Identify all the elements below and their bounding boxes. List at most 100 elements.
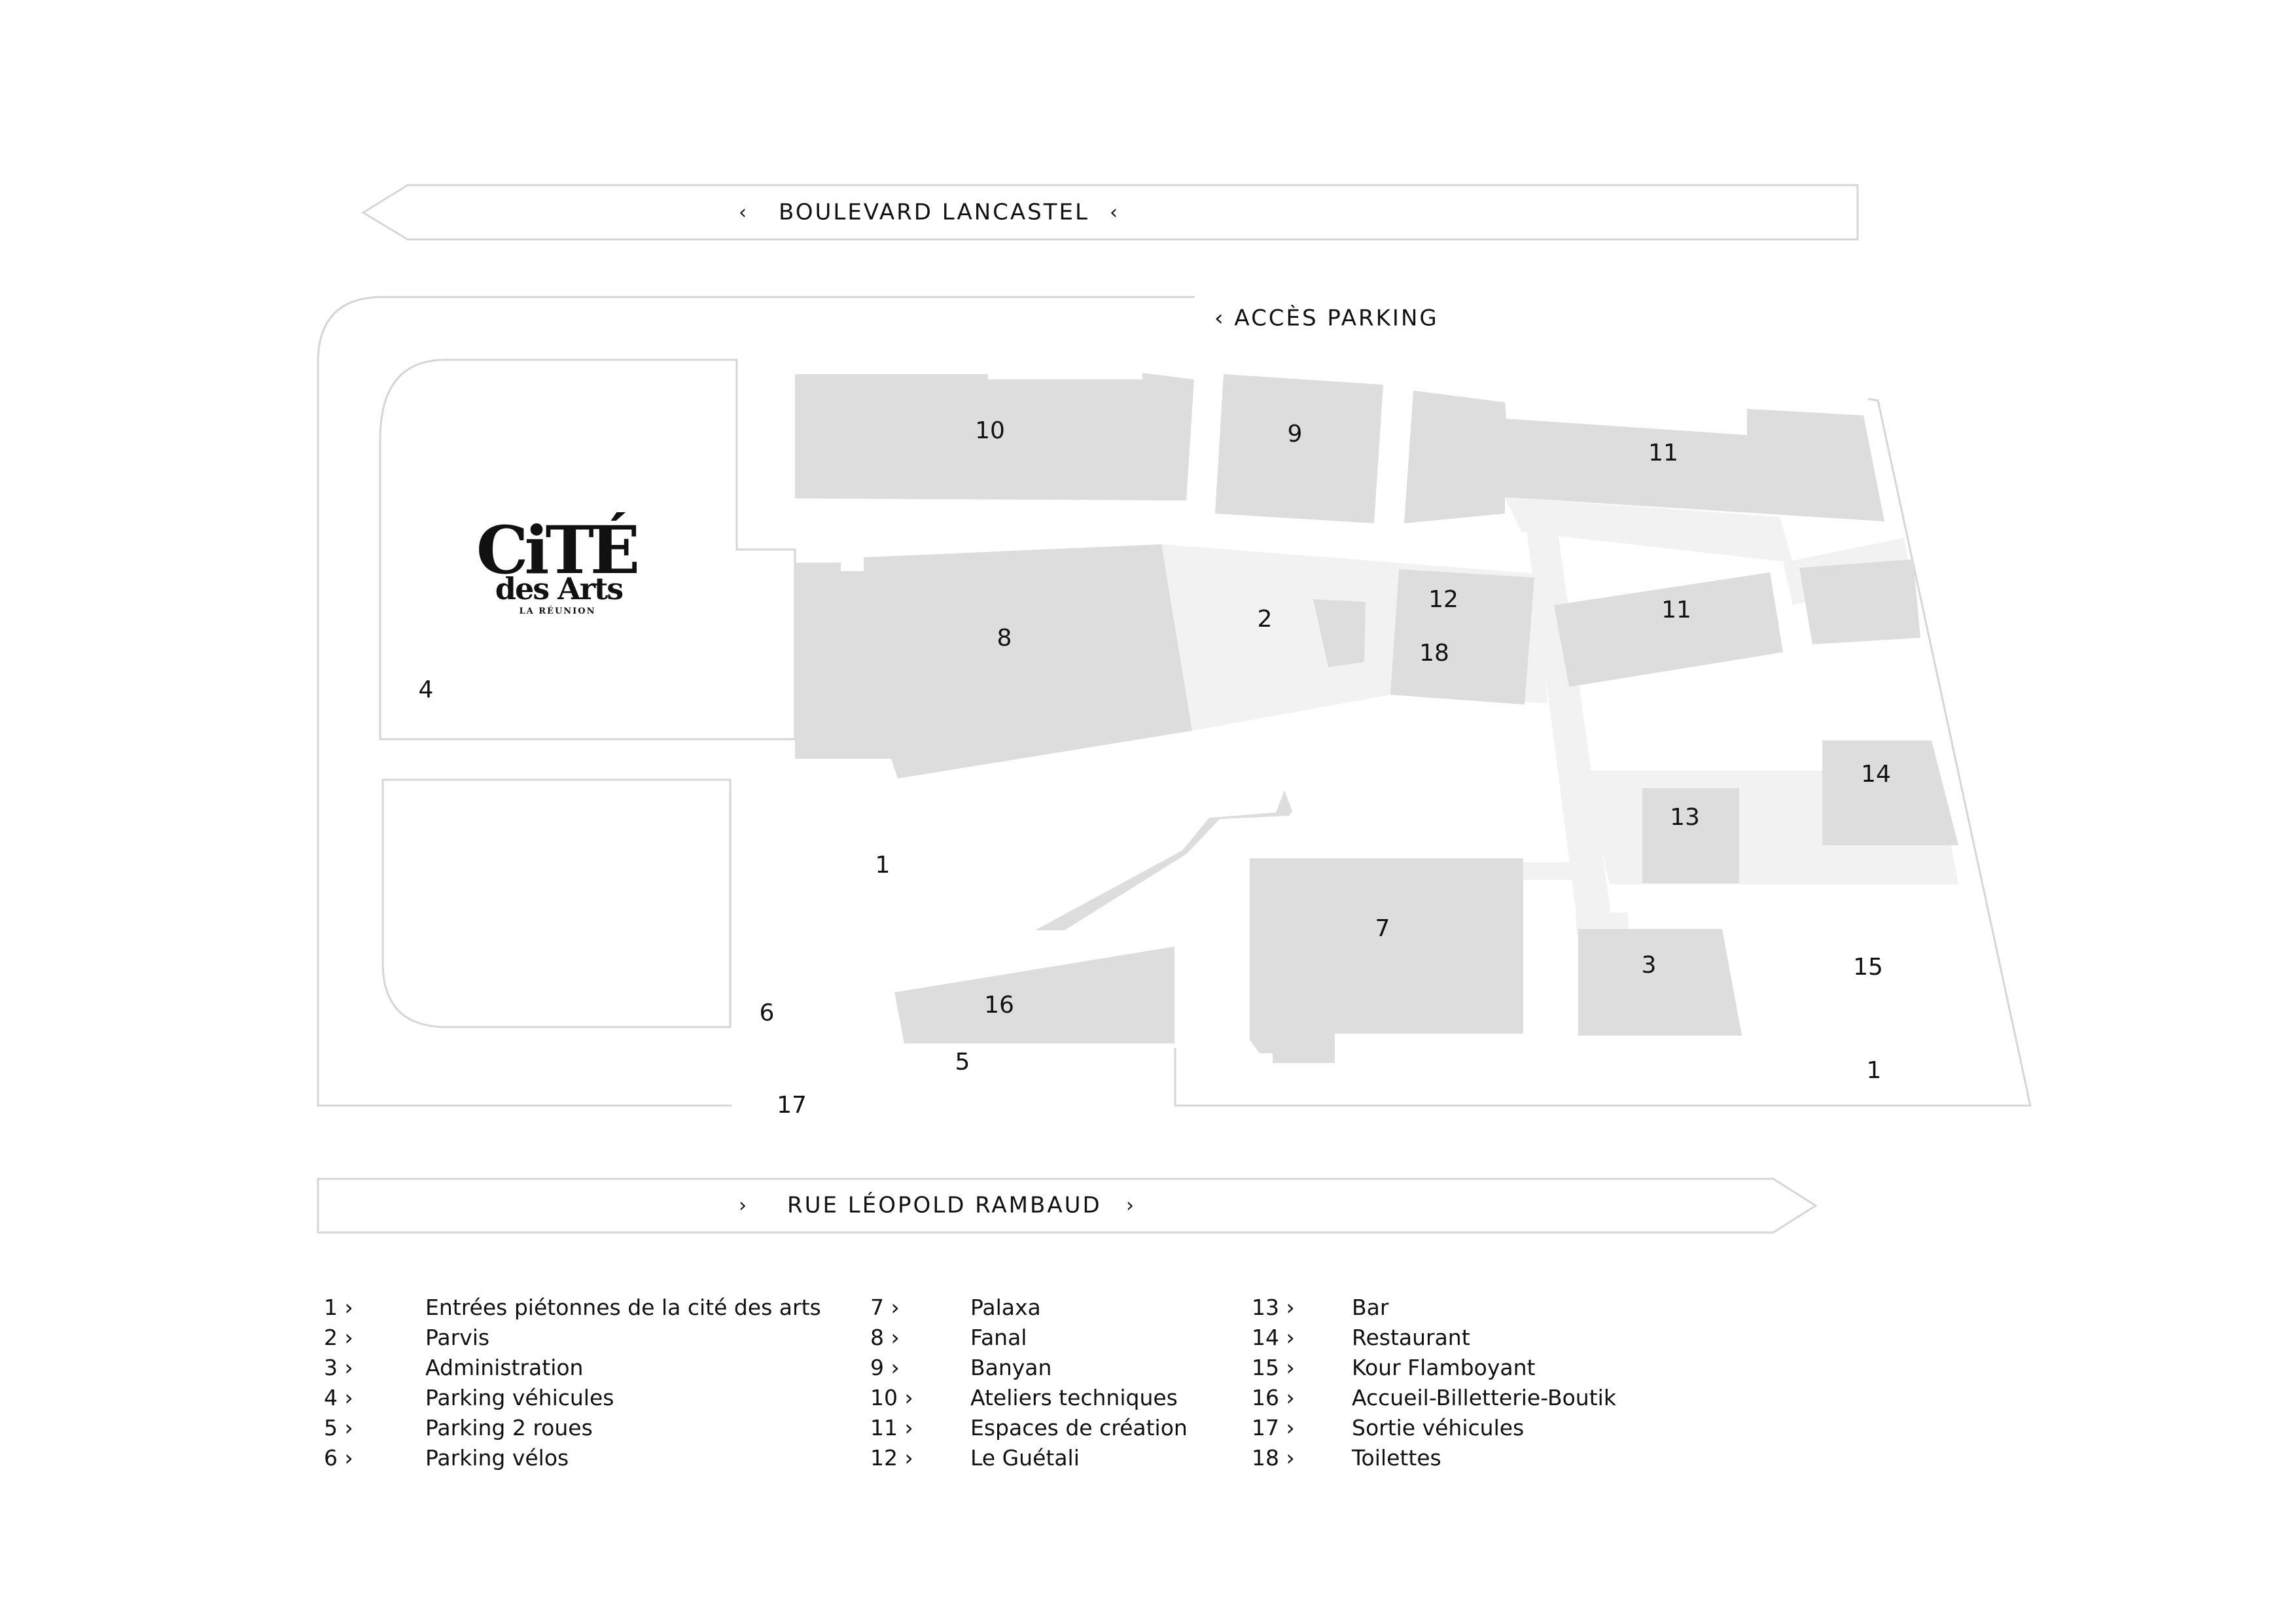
legend-item: 18 ›Toilettes xyxy=(1252,1442,1616,1473)
legend-item: 11 › Espaces de création xyxy=(870,1412,1188,1442)
parking-area-lower xyxy=(381,778,732,1028)
legend-item: 12 › Le Guétali xyxy=(870,1442,1188,1473)
building-16 xyxy=(894,947,1174,1043)
map-label-14: 14 xyxy=(1861,761,1891,788)
map-label-1-east: 1 xyxy=(1867,1057,1882,1084)
legend-label: Parking véhicules xyxy=(425,1384,614,1410)
map-label-11-south: 11 xyxy=(1661,597,1691,623)
legend-item: 1 › Entrées piétonnes de la cité des arts xyxy=(324,1292,821,1322)
map-label-4: 4 xyxy=(419,676,434,703)
map-label-13: 13 xyxy=(1670,804,1700,831)
legend-label: Banyan xyxy=(970,1354,1052,1380)
legend-item: 5 › Parking 2 roues xyxy=(324,1412,821,1442)
legend-number: 9 › xyxy=(870,1354,900,1380)
legend-label: Sortie véhicules xyxy=(1352,1414,1525,1440)
legend-number: 10 › xyxy=(870,1384,913,1410)
site-outline-right xyxy=(1174,398,2032,1107)
parking-access-label: ‹ ACCÈS PARKING xyxy=(1214,305,1439,332)
legend-item: 10 › Ateliers techniques xyxy=(870,1382,1188,1412)
legend-column-2: 7 › Palaxa 8 › Fanal 9 › Banyan 10 › Atelier… xyxy=(870,1292,1188,1473)
legend-number: 5 › xyxy=(324,1414,353,1440)
legend-number: 6 › xyxy=(324,1444,353,1471)
legend-number: 17 › xyxy=(1252,1414,1295,1440)
legend-item: 8 › Fanal xyxy=(870,1322,1188,1352)
legend-item: 17 › Sortie véhicules xyxy=(1252,1412,1616,1442)
legend-label: Palaxa xyxy=(970,1294,1041,1320)
legend-number: 8 › xyxy=(870,1324,900,1350)
path-link-7-3 xyxy=(1519,862,1600,880)
map-label-1-west: 1 xyxy=(875,852,891,879)
map-label-10: 10 xyxy=(975,417,1005,444)
legend-number: 11 › xyxy=(870,1414,913,1440)
map-label-5: 5 xyxy=(955,1049,970,1075)
road-bottom-chevron-left: › xyxy=(739,1195,747,1217)
building-2-kiosk xyxy=(1313,599,1366,667)
legend-label: Administration xyxy=(425,1354,584,1380)
path-north-corridor xyxy=(1505,497,1793,563)
logo-line1: CiTÉ xyxy=(476,512,637,589)
road-boulevard-lancastel xyxy=(361,184,1859,241)
map-label-2: 2 xyxy=(1258,606,1273,633)
building-7 xyxy=(1250,858,1523,1063)
legend-item: 13 › Bar xyxy=(1252,1292,1616,1322)
legend-item: 14 › Restaurant xyxy=(1252,1322,1616,1352)
road-rue-leopold-rambaud xyxy=(317,1178,1818,1234)
road-top-chevron-right: ‹ xyxy=(1110,201,1118,224)
legend-label: Bar xyxy=(1352,1294,1389,1320)
building-11-north xyxy=(1404,391,1884,523)
legend-label: Ateliers techniques xyxy=(970,1384,1178,1410)
road-top-label: BOULEVARD LANCASTEL xyxy=(779,200,1089,226)
legend-number: 14 › xyxy=(1252,1324,1295,1350)
legend-number: 12 › xyxy=(870,1444,913,1471)
legend-label: Entrées piétonnes de la cité des arts xyxy=(425,1294,821,1320)
legend-column-1: 1 › Entrées piétonnes de la cité des arts… xyxy=(324,1292,821,1473)
map-label-15: 15 xyxy=(1853,954,1883,981)
legend-label: Parking 2 roues xyxy=(425,1414,593,1440)
road-bottom-label: RUE LÉOPOLD RAMBAUD xyxy=(787,1192,1102,1219)
building-3 xyxy=(1578,929,1742,1036)
legend-label: Espaces de création xyxy=(970,1414,1188,1440)
logo-line2: des Arts xyxy=(495,571,624,606)
legend-item: 7 › Palaxa xyxy=(870,1292,1188,1322)
legend-label: Fanal xyxy=(970,1324,1027,1350)
map-label-9: 9 xyxy=(1288,421,1303,447)
legend-number: 13 › xyxy=(1252,1294,1295,1320)
legend-label: Kour Flamboyant xyxy=(1352,1354,1536,1380)
legend-number: 15 › xyxy=(1252,1354,1295,1380)
legend-label: Le Guétali xyxy=(970,1444,1080,1471)
legend-item: 16 ›Accueil-Billetterie-Boutik xyxy=(1252,1382,1616,1412)
map-label-7: 7 xyxy=(1375,915,1390,942)
legend-label: Accueil-Billetterie-Boutik xyxy=(1352,1384,1616,1410)
map-label-6: 6 xyxy=(760,1000,775,1026)
legend-label: Restaurant xyxy=(1352,1324,1470,1350)
building-14 xyxy=(1822,741,1958,845)
road-bottom-chevron-right: › xyxy=(1126,1195,1134,1217)
legend-number: 7 › xyxy=(870,1294,900,1320)
legend-label: Parking vélos xyxy=(425,1444,569,1471)
building-12-18 xyxy=(1390,569,1534,705)
map-label-11-north: 11 xyxy=(1648,440,1678,466)
building-13 xyxy=(1642,788,1739,883)
map-label-18: 18 xyxy=(1419,640,1449,667)
building-10 xyxy=(795,373,1194,500)
building-8 xyxy=(795,544,1192,778)
logo-line3: LA RÉUNION xyxy=(520,606,596,616)
legend-item: 3 › Administration xyxy=(324,1352,821,1382)
legend-number: 2 › xyxy=(324,1324,353,1350)
legend-label: Parvis xyxy=(425,1324,490,1350)
legend-item: 2 › Parvis xyxy=(324,1322,821,1352)
road-top-chevron-left: ‹ xyxy=(739,201,747,224)
legend-number: 1 › xyxy=(324,1294,353,1320)
map-label-8: 8 xyxy=(997,625,1012,652)
map-label-16: 16 xyxy=(984,992,1014,1019)
map-label-3: 3 xyxy=(1642,952,1657,979)
building-east-annex xyxy=(1799,559,1920,644)
cite-des-arts-logo: CiTÉ des Arts LA RÉUNION xyxy=(476,512,641,616)
site-outline xyxy=(317,296,1195,1107)
legend-item: 6 › Parking vélos xyxy=(324,1442,821,1473)
legend-column-3: 13 › Bar 14 › Restaurant 15 › Kour Flamboya… xyxy=(1252,1292,1616,1473)
building-11-south xyxy=(1554,572,1783,687)
legend-number: 3 › xyxy=(324,1354,353,1380)
map-label-17: 17 xyxy=(777,1092,807,1119)
